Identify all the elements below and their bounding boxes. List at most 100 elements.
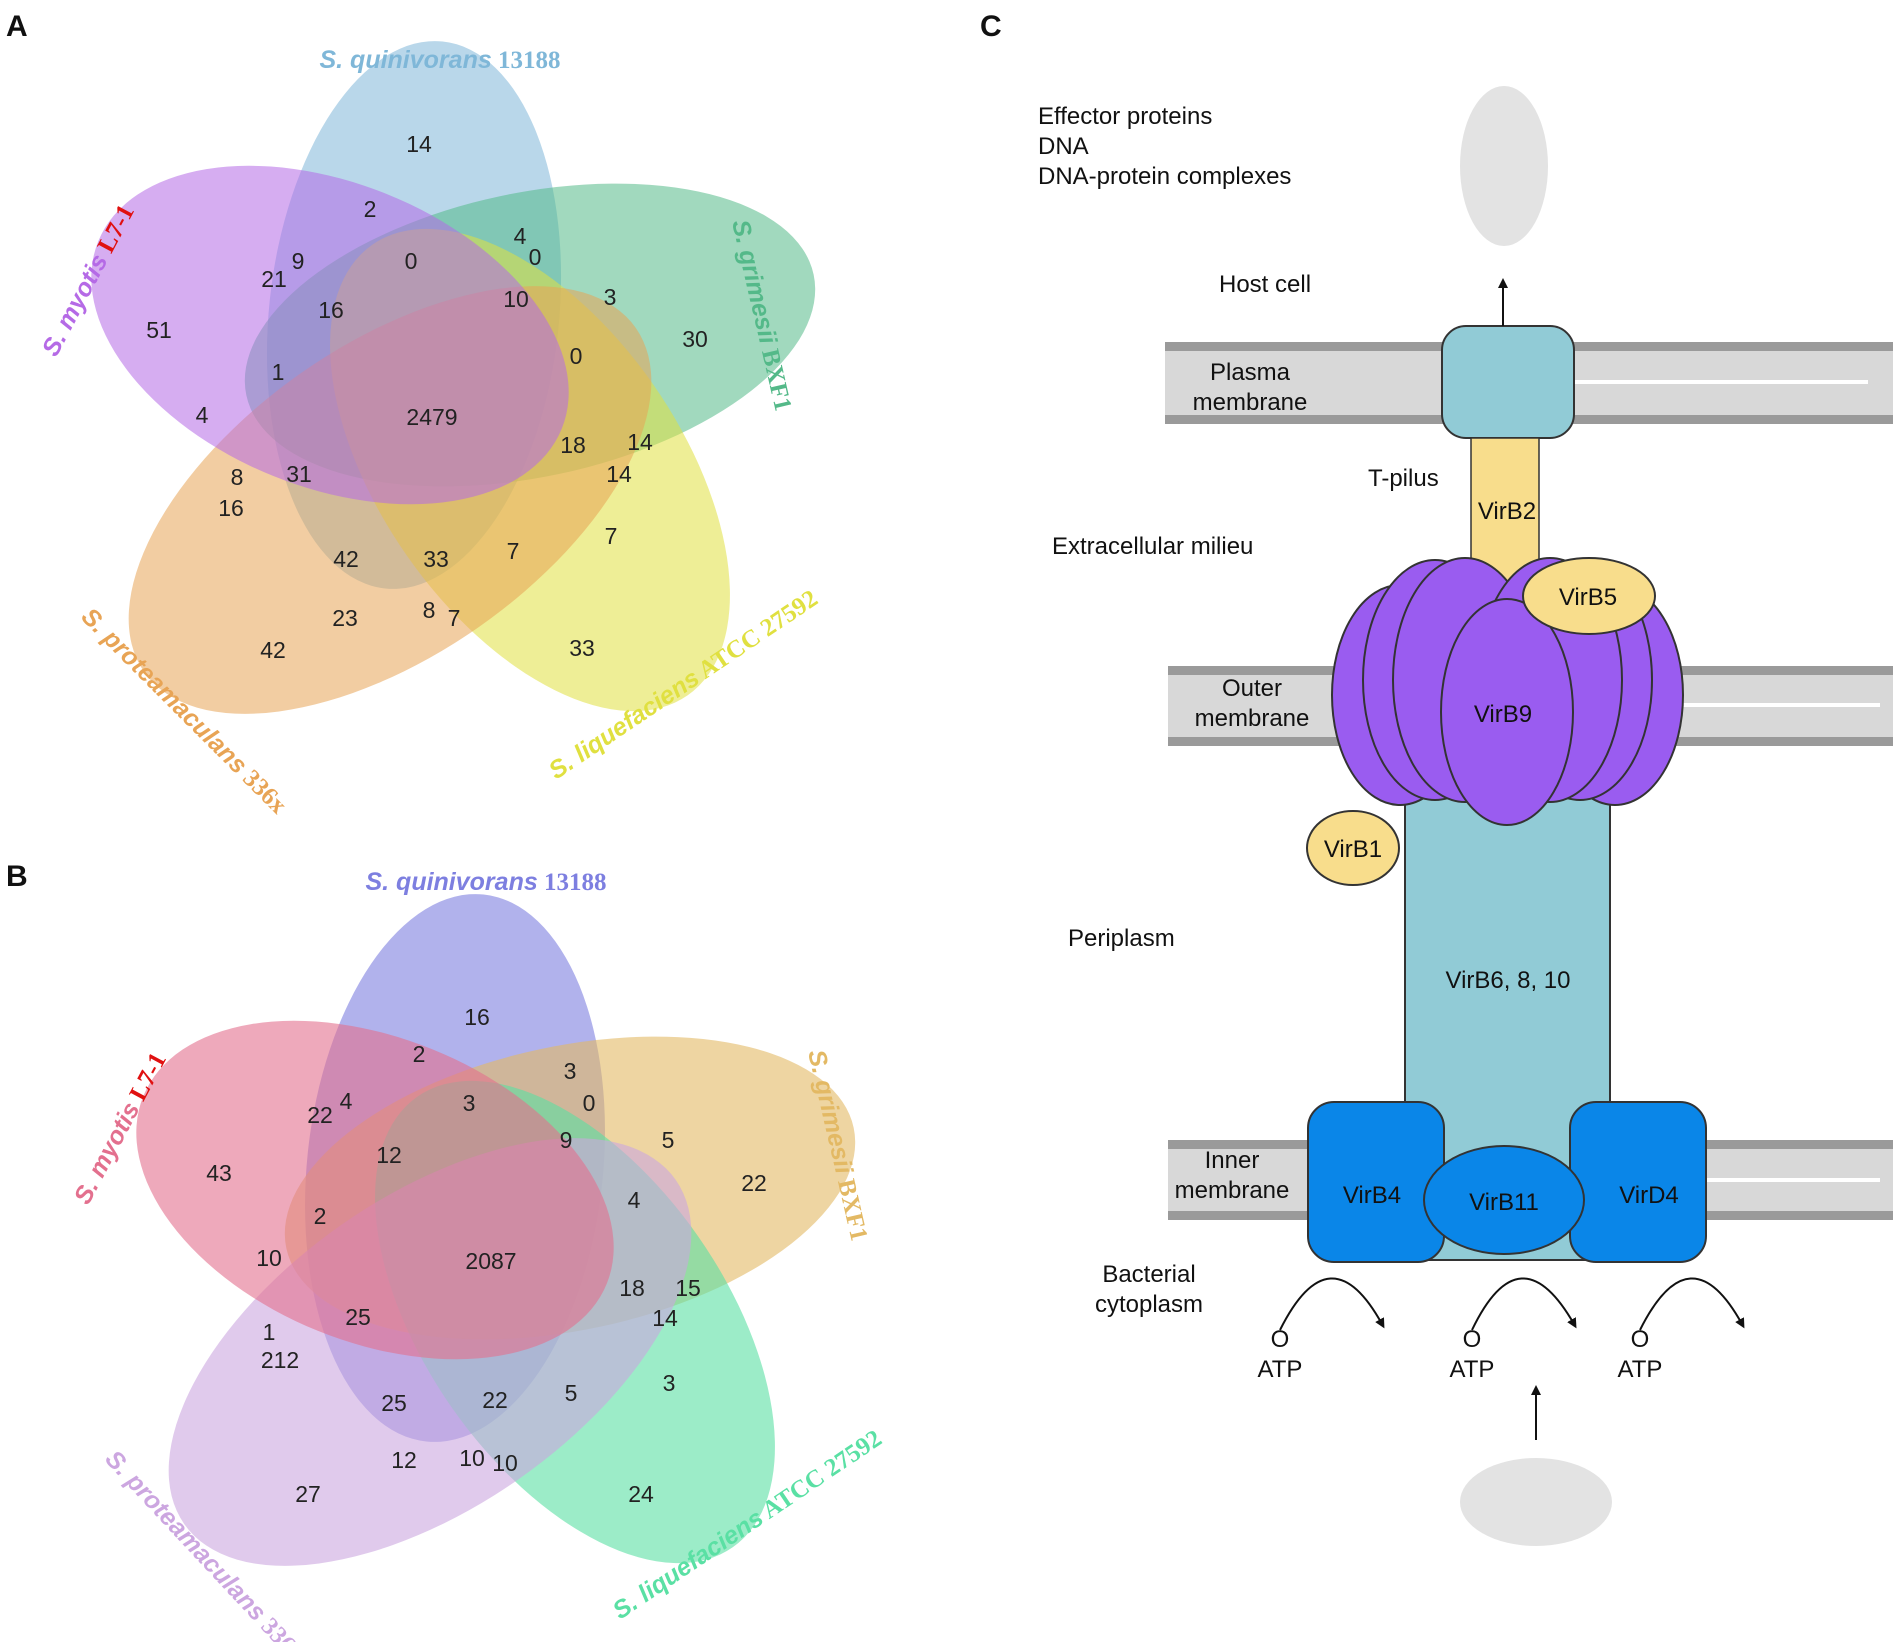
venn-b-count: 12 — [391, 1447, 417, 1473]
inner-membrane-label-line1: Inner — [1205, 1147, 1260, 1174]
inner-membrane-edge-bottom-right — [1700, 1211, 1893, 1220]
venn-a-count: 10 — [503, 286, 529, 312]
t-pilus-label: T-pilus — [1368, 465, 1439, 492]
cytoplasm-label-line1: Bacterial — [1102, 1261, 1195, 1288]
extracellular-milieu-label: Extracellular milieu — [1052, 533, 1253, 560]
venn-b-count: 212 — [261, 1347, 299, 1373]
venn-a-count: 18 — [560, 432, 586, 458]
venn-a-count: 2479 — [406, 404, 457, 430]
venn-a-count: 7 — [448, 605, 461, 631]
venn-b-label-myotis-species: S. myotis — [69, 1097, 146, 1208]
inner-membrane — [1168, 1140, 1893, 1220]
venn-b-count: 10 — [256, 1245, 282, 1271]
outer-membrane-label-line1: Outer — [1222, 675, 1282, 702]
venn-b-label-quinivorans-strain: 13188 — [544, 869, 607, 896]
venn-a-count: 2 — [364, 196, 377, 222]
venn-a-count: 42 — [260, 637, 286, 663]
venn-b-count: 10 — [492, 1450, 518, 1476]
venn-a-count: 9 — [292, 248, 305, 274]
outer-membrane-bilayer-left — [1168, 666, 1348, 746]
venn-b-ellipses — [136, 894, 856, 1566]
venn-a-count: 42 — [333, 546, 359, 572]
virb11-label: VirB11 — [1469, 1189, 1539, 1216]
plasma-membrane-bilayer-left — [1165, 342, 1447, 424]
venn-b-count: 4 — [340, 1088, 353, 1114]
venn-a-count: 30 — [682, 326, 708, 352]
venn-a-counts: 14 2 4 0 9 21 0 10 3 16 51 30 1 0 4 2479… — [146, 131, 708, 663]
venn-a-count: 14 — [406, 131, 432, 157]
venn-a-count: 33 — [569, 635, 595, 661]
venn-b-count: 12 — [376, 1142, 402, 1168]
venn-b-count: 22 — [741, 1170, 767, 1196]
venn-a-count: 4 — [196, 402, 209, 428]
venn-a-label-quinivorans-strain: 13188 — [498, 47, 561, 74]
outer-membrane-midline — [1660, 703, 1880, 707]
virb9-lobe-center — [1440, 598, 1574, 826]
virb9-label: VirB9 — [1474, 701, 1532, 728]
venn-a-count: 14 — [606, 461, 632, 487]
venn-a-count: 0 — [570, 343, 583, 369]
cargo-dna-protein-complexes: DNA-protein complexes — [1038, 163, 1291, 190]
secretion-system-diagram: Effector proteins DNA DNA-protein comple… — [1038, 86, 1893, 1546]
venn-diagram-a: 14 2 4 0 9 21 0 10 3 16 51 30 1 0 4 2479… — [37, 41, 823, 820]
inner-membrane-edge-bottom-left — [1168, 1211, 1308, 1220]
virb5-label: VirB5 — [1559, 584, 1617, 611]
inner-membrane-midline — [1700, 1178, 1880, 1182]
atp-label-1: ATP — [1258, 1356, 1303, 1383]
inner-membrane-edge-top-left — [1168, 1140, 1308, 1149]
venn-a-label-quinivorans-species: S. quinivorans — [319, 46, 491, 74]
virb1 — [1306, 810, 1400, 886]
virb2-label: VirB2 — [1478, 498, 1536, 525]
venn-b-count: 2 — [314, 1203, 327, 1229]
venn-a-count: 51 — [146, 317, 172, 343]
plasma-membrane-label-line1: Plasma — [1210, 359, 1291, 386]
venn-b-label-proteamaculans-strain: 336x — [255, 1613, 309, 1642]
inner-membrane-label-line2: membrane — [1175, 1177, 1290, 1204]
venn-b-count: 10 — [459, 1445, 485, 1471]
venn-b-count: 16 — [464, 1004, 490, 1030]
venn-b-count: 5 — [662, 1127, 675, 1153]
venn-b-count: 2087 — [465, 1248, 516, 1274]
atp-arrow-virb11 — [1471, 1277, 1577, 1331]
venn-b-count: 22 — [482, 1387, 508, 1413]
venn-b-count: 5 — [565, 1380, 578, 1406]
venn-a-count: 31 — [286, 461, 312, 487]
venn-b-count: 3 — [463, 1090, 476, 1116]
venn-b-ellipse-myotis — [136, 1020, 614, 1360]
outer-membrane-edge-top-left — [1168, 666, 1348, 675]
cytoplasmic-substrate-shape — [1460, 1458, 1612, 1546]
venn-b-count: 43 — [206, 1160, 232, 1186]
atp-label-3: ATP — [1618, 1356, 1663, 1383]
venn-a-count: 16 — [218, 495, 244, 521]
venn-a-count: 4 — [514, 223, 527, 249]
venn-b-count: 9 — [560, 1127, 573, 1153]
inner-membrane-bilayer-left — [1168, 1140, 1308, 1220]
venn-a-count: 14 — [627, 429, 653, 455]
plasma-membrane-label-line2: membrane — [1193, 389, 1308, 416]
virb9-core-complex — [1331, 557, 1684, 826]
virb1-label: VirB1 — [1324, 836, 1382, 863]
venn-a-ellipses — [91, 41, 816, 714]
venn-a-count: 0 — [529, 244, 542, 270]
inner-membrane-edge-top-right — [1700, 1140, 1893, 1149]
periplasm-label: Periplasm — [1068, 925, 1175, 952]
venn-a-count: 21 — [261, 266, 287, 292]
venn-a-count: 16 — [318, 297, 344, 323]
venn-b-label-liquefaciens-strain: ATCC 27592 — [757, 1425, 886, 1524]
outer-membrane-label-line2: membrane — [1195, 705, 1310, 732]
venn-b-count: 25 — [381, 1390, 407, 1416]
panel-label-a: A — [6, 10, 28, 43]
venn-b-count: 14 — [652, 1305, 678, 1331]
venn-a-count: 33 — [423, 546, 449, 572]
panel-label-c: C — [980, 10, 1002, 43]
venn-b-count: 3 — [564, 1058, 577, 1084]
venn-a-count: 0 — [405, 248, 418, 274]
virb5 — [1522, 557, 1656, 635]
venn-a-count: 7 — [605, 523, 618, 549]
venn-b-label-grimesii-strain: BXF1 — [832, 1177, 872, 1244]
cytoplasm-label-line2: cytoplasm — [1095, 1291, 1203, 1318]
cargo-secreted-shape — [1460, 86, 1548, 246]
atp-label-2: ATP — [1450, 1356, 1495, 1383]
venn-b-count: 3 — [663, 1370, 676, 1396]
